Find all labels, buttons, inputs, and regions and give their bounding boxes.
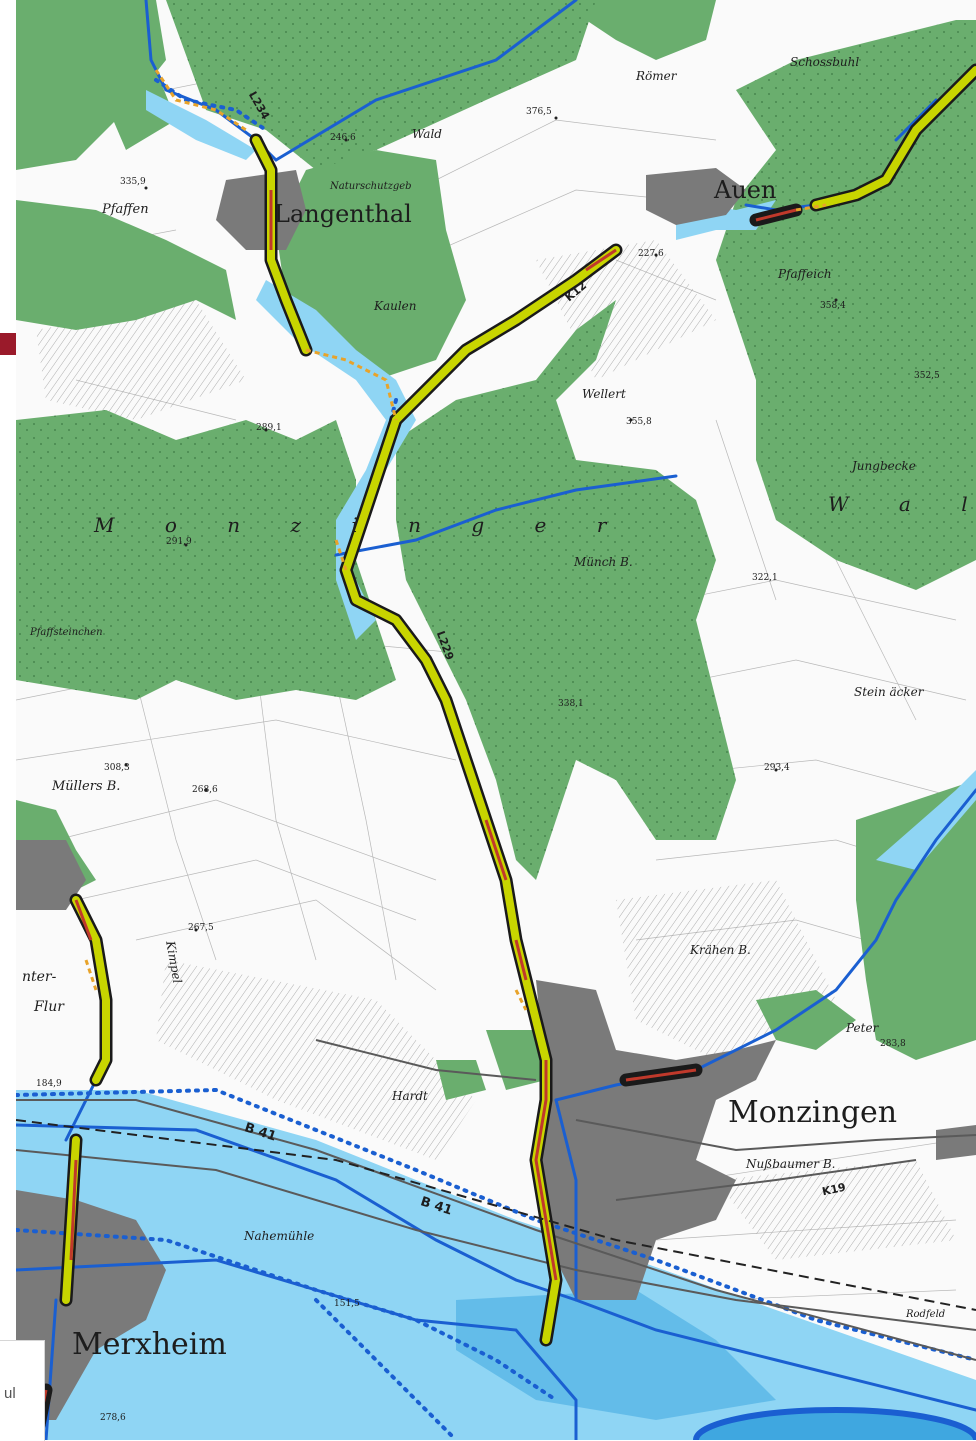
topographic-map[interactable]: Langenthal Auen Monzingen Merxheim M o n… — [16, 0, 976, 1440]
label-schossbuhl: Schossbuhl — [790, 55, 860, 69]
label-roemer: Römer — [636, 69, 677, 83]
elevation-label: 335,9 — [120, 177, 146, 187]
label-pfaffsteinchen: Pfaffsteinchen — [30, 627, 103, 638]
label-peter: Peter — [846, 1021, 879, 1035]
label-muellers-b: Müllers B. — [52, 779, 121, 794]
label-unter: nter- — [22, 969, 57, 985]
label-muench-b: Münch B. — [574, 555, 633, 569]
settlements — [16, 168, 976, 1420]
label-hardt: Hardt — [392, 1089, 428, 1103]
elevation-label: 227,6 — [638, 249, 664, 259]
label-flur: Flur — [34, 999, 64, 1015]
elevation-label: 355,8 — [626, 417, 652, 427]
elevation-label: 358,4 — [820, 301, 846, 311]
label-nussbaumer: Nußbaumer B. — [746, 1157, 836, 1171]
elevation-label: 376,5 — [526, 107, 552, 117]
label-wald-small: Wald — [412, 127, 442, 141]
elevation-label: 267,5 — [188, 923, 214, 933]
spot-heights — [124, 116, 838, 932]
elevation-label: 291,9 — [166, 537, 192, 547]
label-kaulen: Kaulen — [374, 299, 417, 313]
label-pfaffeich: Pfaffeich — [778, 267, 832, 281]
elevation-label: 338,1 — [558, 699, 584, 709]
elevation-label: 322,1 — [752, 573, 778, 583]
label-monzingen: Monzingen — [728, 1095, 898, 1130]
label-stein-aecker: Stein äcker — [854, 685, 924, 699]
route-orange-segments — [84, 69, 827, 1011]
label-merxheim: Merxheim — [72, 1327, 227, 1362]
side-tab[interactable] — [0, 333, 16, 355]
elevation-label: 184,9 — [36, 1079, 62, 1089]
label-pfaffen: Pfaffen — [102, 202, 149, 217]
page-left-margin — [0, 0, 16, 1440]
label-jungbecke: Jungbecke — [852, 459, 916, 473]
label-monzinger: M o n z i n g e r — [94, 513, 629, 537]
elevation-label: 289,1 — [256, 423, 282, 433]
elevation-label: 352,5 — [914, 371, 940, 381]
roads — [16, 1039, 976, 1361]
label-wald: W a l d — [828, 492, 976, 516]
label-naturschutzgebiet: Naturschutzgeb — [330, 181, 412, 192]
label-auen: Auen — [714, 176, 777, 204]
railway — [16, 1119, 976, 1311]
elevation-label: 246,6 — [330, 133, 356, 143]
label-wellert: Wellert — [582, 387, 626, 401]
elevation-label: 151,5 — [334, 1299, 360, 1309]
label-rodfeld: Rodfeld — [906, 1309, 946, 1320]
flood-boundary — [16, 78, 976, 1440]
elevation-label: 308,3 — [104, 763, 130, 773]
elevation-label: 278,6 — [100, 1413, 126, 1423]
label-langenthal: Langenthal — [274, 200, 412, 228]
footer-panel: ul — [0, 1340, 45, 1441]
elevation-label: 268,6 — [192, 785, 218, 795]
forest-texture — [16, 0, 976, 880]
label-kraehen-b: Krähen B. — [690, 943, 751, 957]
label-nahemuehle: Nahemühle — [244, 1229, 315, 1243]
footer-text: ul — [4, 1385, 16, 1402]
map-canvas — [16, 0, 976, 1440]
elevation-label: 283,8 — [880, 1039, 906, 1049]
elevation-label: 293,4 — [764, 763, 790, 773]
